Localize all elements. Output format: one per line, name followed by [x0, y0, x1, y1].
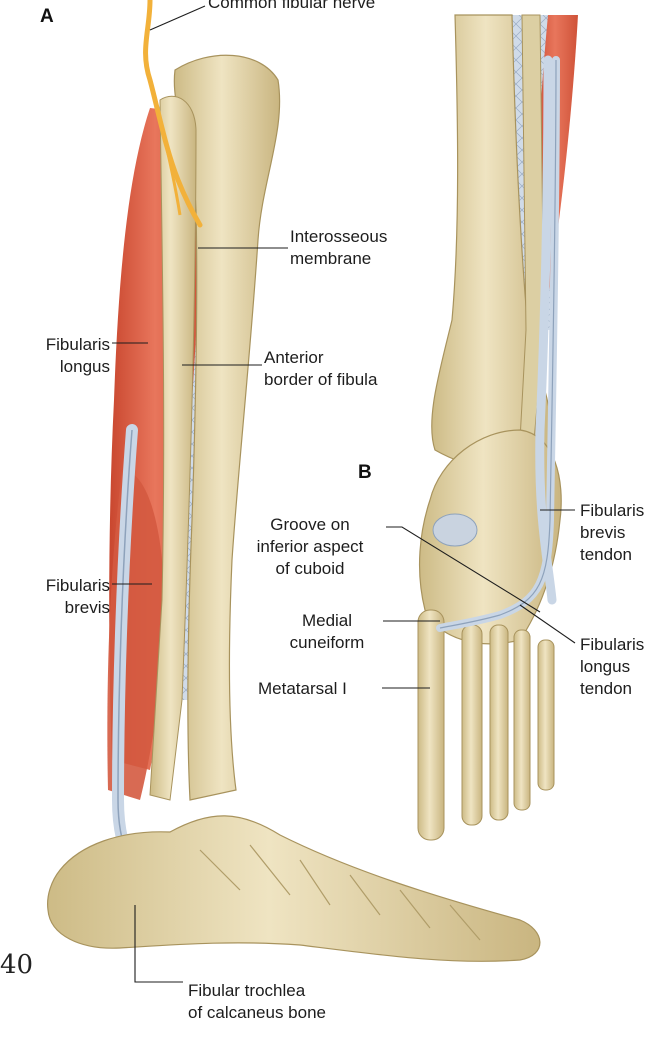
label-fibular-trochlea: Fibular trochlea of calcaneus bone — [188, 981, 326, 1022]
toes-b — [417, 609, 555, 841]
label-fibularis-longus: Fibularis longus — [45, 335, 110, 376]
page-number: 40 — [0, 950, 34, 980]
label-interosseous-membrane: Interosseous membrane — [290, 227, 388, 268]
label-common-fibular-nerve: Common fibular nerve — [208, 0, 376, 12]
label-metatarsal-i: Metatarsal I — [258, 679, 347, 698]
label-medial-cuneiform: Medial cuneiform — [289, 611, 365, 652]
panel-label-b: B — [358, 462, 372, 483]
foot-a — [47, 815, 541, 962]
label-anterior-border-fibula: Anterior border of fibula — [264, 348, 378, 389]
panel-label-a: A — [40, 6, 54, 27]
fibula-a — [149, 95, 197, 801]
tibia-a — [173, 54, 281, 801]
leader-lines — [112, 5, 576, 983]
label-fibularis-longus-tendon: Fibularis longus tendon — [580, 635, 645, 698]
label-groove-cuboid: Groove on inferior aspect of cuboid — [256, 515, 364, 578]
label-fibularis-brevis: Fibularis brevis — [45, 576, 110, 617]
label-fibularis-brevis-tendon: Fibularis brevis tendon — [580, 501, 645, 564]
